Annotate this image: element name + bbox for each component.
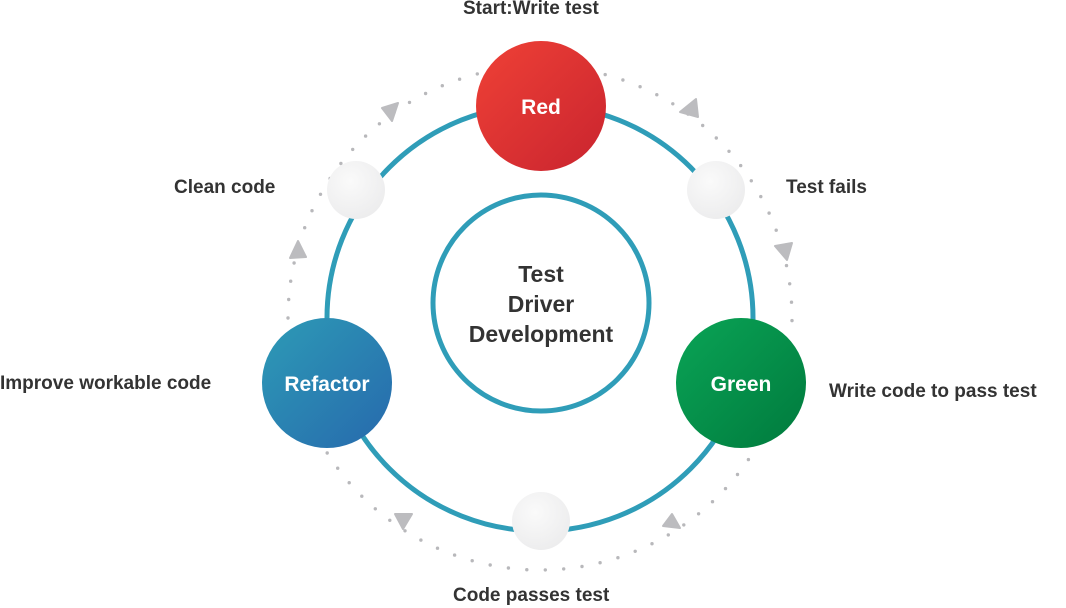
arrow-icon-right [774,242,793,261]
path-dot [562,567,566,571]
path-dot [289,279,293,283]
path-dot [373,507,377,511]
path-dot [407,100,412,105]
path-dot [784,263,789,268]
path-dot [435,546,440,550]
path-dot [749,179,753,183]
caption-clean-code: Clean code [174,177,276,198]
path-dot [638,85,642,89]
path-dot [286,316,290,320]
center-title-line-3: Development [469,321,614,347]
path-dot [303,226,307,230]
path-dot [655,93,659,97]
arrow-icon-top-left [381,102,399,122]
caption-improve-workable-code: Improve workable code [0,373,212,394]
path-dot [789,300,794,304]
center-title-line-1: Test [518,261,564,287]
path-dot [723,486,728,491]
path-dot [598,561,602,565]
path-dot [788,282,792,286]
path-dot [377,122,382,126]
path-dot [727,149,731,153]
path-dot [790,318,794,323]
path-dot [650,542,654,546]
stage-red: Red [476,41,606,171]
path-dot [325,451,329,455]
caption-test-fails: Test fails [786,177,867,198]
path-dot [457,77,462,81]
path-dot [696,512,701,516]
path-dot [603,72,607,77]
path-dot [506,566,511,570]
path-dot [310,209,314,213]
arrow-icon-left [289,240,307,259]
path-dot [470,559,474,563]
path-dot [714,136,718,140]
path-dot [580,564,584,569]
arrow-icon-bottom-right [662,513,681,529]
connector-clean-code [327,161,385,219]
caption-start-write-test: Start:Write test [463,0,599,19]
path-dot [351,147,355,152]
path-dot [423,91,428,96]
path-dot [759,194,763,199]
path-dot [621,78,625,82]
path-dot [360,494,364,498]
stage-refactor: Refactor [262,318,392,448]
path-dot [666,533,670,537]
stage-green-label: Green [711,373,772,396]
stage-green: Green [676,318,806,448]
arrow-icon-top-right [679,98,699,118]
path-dot [318,192,323,196]
caption-write-code-to-pass-test: Write code to pass test [829,381,1037,402]
path-dot [682,523,686,527]
center-circle [430,192,652,414]
path-dot [616,556,620,560]
path-dot [419,538,423,542]
path-dot [735,472,740,477]
path-dot [452,553,457,557]
path-dot [746,457,751,462]
path-dot [633,549,637,553]
path-dot [440,84,444,88]
path-dot [339,161,343,166]
stage-red-label: Red [521,96,561,119]
connector-code-passes [512,492,570,550]
path-dot [525,568,529,572]
path-dot [739,163,743,168]
path-dot [336,466,340,470]
path-dot [287,297,291,302]
arrow-icon-bottom-left [394,513,413,530]
path-dot [710,500,715,504]
path-dot [767,211,771,215]
path-dot [488,563,492,567]
path-dot [292,261,296,265]
path-dot [388,518,392,522]
path-dot [671,102,675,106]
path-dot [543,568,547,572]
center-title-line-2: Driver [508,291,575,317]
path-dot [774,228,778,232]
connector-test-fails [687,161,745,219]
path-dot [475,72,479,76]
path-dot [403,529,407,533]
path-dot [347,481,351,485]
caption-code-passes-test: Code passes test [453,585,610,606]
path-dot [701,123,705,128]
path-dot [363,134,368,138]
stage-refactor-label: Refactor [284,373,369,396]
